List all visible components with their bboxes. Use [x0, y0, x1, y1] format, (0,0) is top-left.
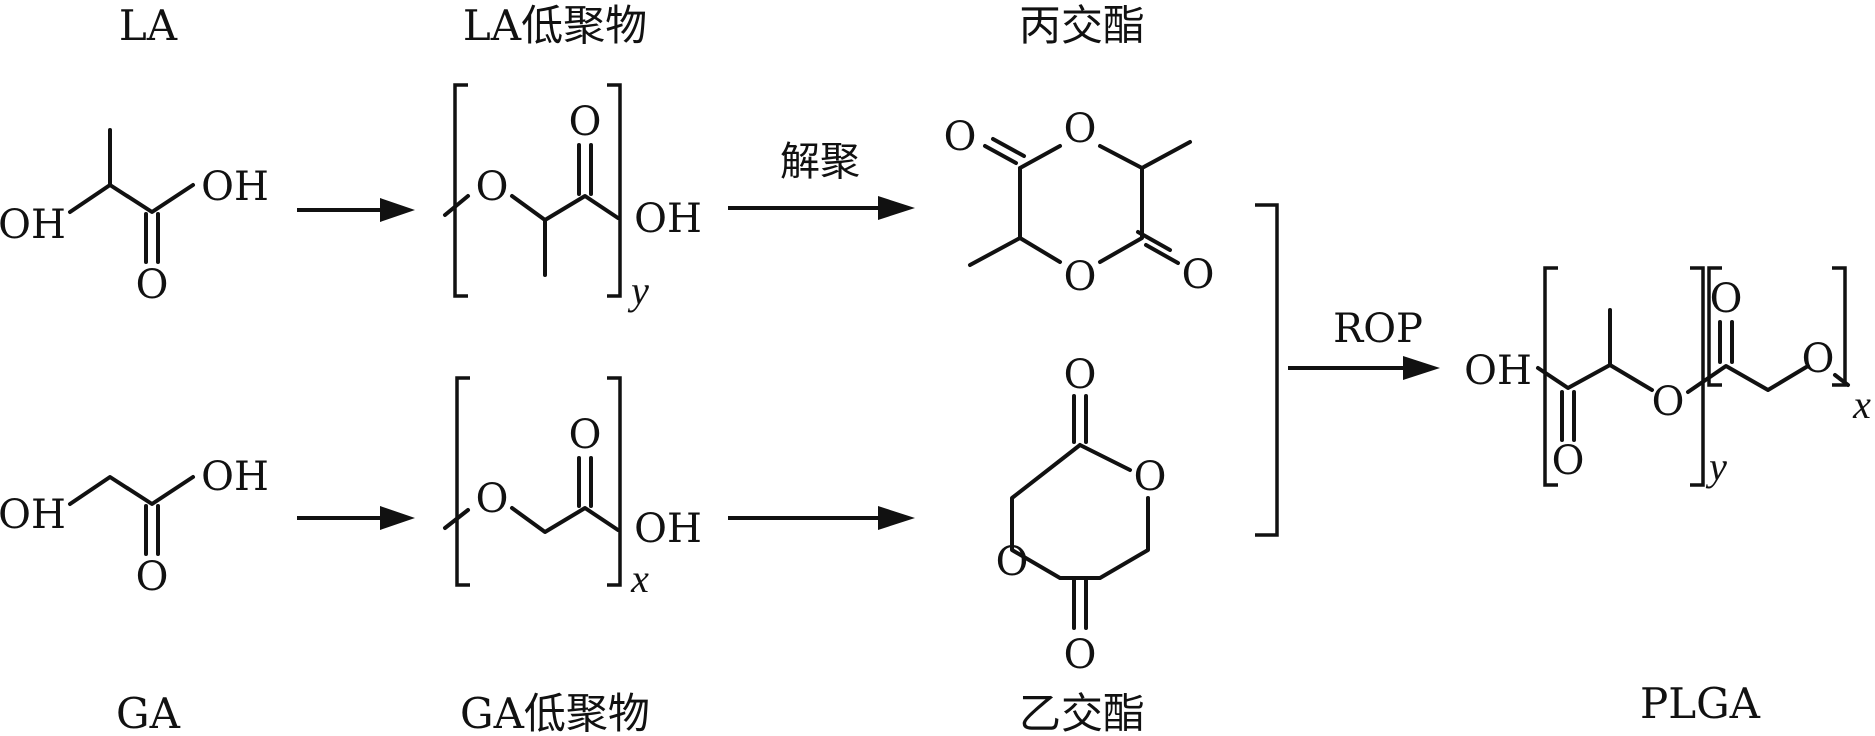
atom-o: O — [1064, 106, 1097, 152]
bond — [68, 183, 195, 214]
atom-oh: OH — [634, 196, 702, 242]
bond — [1686, 364, 1810, 394]
arrow-ga-to-oligomer — [297, 506, 415, 530]
lactic-acid-structure: OH OH O — [0, 128, 269, 308]
bond — [144, 212, 160, 264]
bond — [510, 506, 620, 534]
label-ga: GA — [116, 689, 181, 736]
bracket-left — [455, 376, 470, 587]
subscript-y: y — [1705, 444, 1727, 489]
bracket-left — [1707, 266, 1722, 387]
bracket-right — [607, 83, 622, 298]
atom-o: O — [1182, 252, 1215, 298]
atom-o: O — [996, 539, 1029, 585]
bond — [1072, 394, 1088, 444]
atom-o: O — [136, 262, 169, 308]
label-glycolide: 乙交酯 — [1019, 689, 1145, 736]
atom-o: O — [476, 164, 509, 210]
la-oligomer-structure: O O OH y — [443, 83, 702, 313]
arrow-label-depolymerization: 解聚 — [780, 139, 860, 185]
label-la-oligomer: LA低聚物 — [463, 1, 647, 50]
atom-o: O — [1802, 336, 1835, 382]
bracket-left — [453, 83, 468, 298]
label-ga-oligomer: GA低聚物 — [460, 689, 650, 736]
bond — [1140, 140, 1192, 170]
atom-o: O — [1710, 276, 1743, 322]
bond — [983, 137, 1026, 165]
atom-oh: OH — [634, 506, 702, 552]
atom-o: O — [476, 476, 509, 522]
atom-o: O — [569, 99, 602, 145]
subscript-x: x — [1852, 382, 1871, 427]
arrow-la-to-oligomer — [297, 198, 415, 222]
atom-o: O — [1552, 438, 1585, 484]
bracket-left — [1543, 266, 1558, 487]
atom-o: O — [569, 412, 602, 458]
bond — [1718, 320, 1734, 364]
atom-oh: OH — [201, 164, 269, 210]
bond — [577, 456, 593, 508]
atom-oh: OH — [0, 202, 66, 248]
glycolide-structure: O O O O — [996, 352, 1167, 678]
atom-o: O — [1064, 352, 1097, 398]
atom-o: O — [1134, 454, 1167, 500]
atom-o: O — [1064, 632, 1097, 678]
ga-oligomer-structure: O O OH x — [443, 376, 702, 601]
bond — [1833, 373, 1850, 387]
bond — [68, 475, 195, 506]
bond — [968, 236, 1022, 267]
subscript-x: x — [630, 556, 649, 601]
bond — [577, 143, 593, 196]
atom-o: O — [136, 554, 169, 600]
glycolic-acid-structure: OH OH O — [0, 454, 269, 600]
arrow-rop — [1288, 356, 1440, 380]
bracket-right — [1832, 266, 1847, 387]
atom-oh: OH — [201, 454, 269, 500]
arrow-to-glycolide — [728, 506, 915, 530]
atom-o: O — [1652, 379, 1685, 425]
atom-o: O — [1064, 254, 1097, 300]
bracket-right — [607, 376, 622, 587]
atom-oh: OH — [1464, 348, 1532, 394]
bond — [510, 194, 620, 222]
label-plga: PLGA — [1640, 679, 1761, 728]
bond — [443, 194, 470, 217]
arrow-depolymerization-lactide — [728, 196, 915, 220]
ring-bond — [1010, 443, 1150, 580]
bond — [144, 504, 160, 556]
ring-bond — [1018, 144, 1144, 264]
bond — [443, 508, 470, 530]
atom-oh: OH — [0, 492, 66, 538]
bracket-right — [1690, 266, 1705, 487]
bond — [1072, 576, 1088, 630]
bond — [1136, 230, 1180, 265]
label-la: LA — [119, 1, 178, 50]
bond — [1560, 390, 1576, 442]
atom-o: O — [944, 114, 977, 160]
arrow-label-rop: ROP — [1333, 306, 1423, 352]
label-lactide: 丙交酯 — [1019, 1, 1145, 50]
lactide-structure: O O O O — [944, 106, 1215, 300]
plga-structure: OH O O O O x y — [1464, 266, 1871, 489]
combining-bracket — [1255, 203, 1279, 537]
subscript-y: y — [627, 268, 649, 313]
bond — [1536, 363, 1654, 392]
